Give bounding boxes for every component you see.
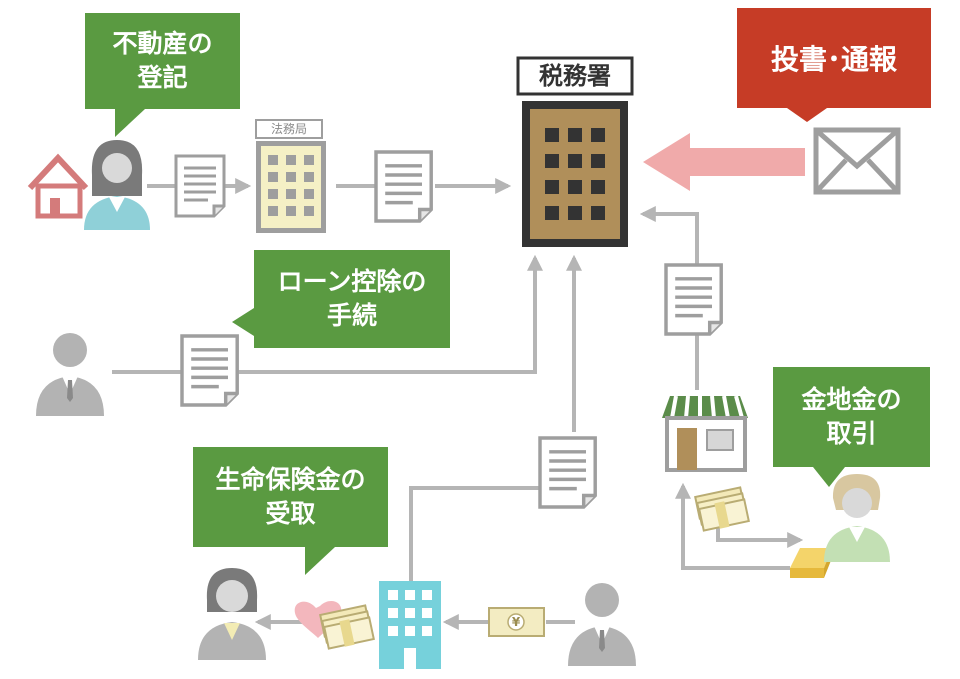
shop-icon xyxy=(662,395,748,472)
callout-tail xyxy=(787,108,827,122)
callout-line-2: 手続 xyxy=(326,301,377,330)
gold-trader-icon xyxy=(824,474,890,562)
callout-line-2: 受取 xyxy=(265,499,316,528)
callout-tail xyxy=(232,308,254,336)
callout-tail xyxy=(115,109,145,137)
callout-line-2: 取引 xyxy=(826,419,877,448)
insurance-payout-callout: 生命保険金の 受取 xyxy=(193,447,388,575)
woman-owner-icon xyxy=(84,140,150,230)
document-icon xyxy=(174,154,226,218)
document-icon xyxy=(664,263,723,336)
callout-line-1: ローン控除の xyxy=(277,267,427,296)
envelope-icon xyxy=(813,127,901,195)
man-loan-icon xyxy=(36,333,104,416)
connector-lines xyxy=(112,178,804,630)
callout-line-1: 生命保険金の xyxy=(215,465,366,494)
gold-bar-icon xyxy=(790,548,832,578)
yen-symbol: ¥ xyxy=(511,615,521,629)
real-estate-registration-callout: 不動産の 登記 xyxy=(85,13,240,137)
beneficiary-woman-icon xyxy=(198,568,266,660)
report-arrow xyxy=(643,133,805,191)
document-icon xyxy=(374,150,433,223)
callout-line-1: 不動産の xyxy=(112,29,213,58)
tip-report-label: 投書･通報 xyxy=(770,43,897,76)
callout-line-1: 金地金の xyxy=(801,385,902,414)
document-icon xyxy=(180,334,239,407)
gold-bullion-trade-callout: 金地金の 取引 xyxy=(773,367,930,487)
insurance-company-icon xyxy=(379,581,441,669)
legal-bureau-label: 法務局 xyxy=(270,122,307,136)
tip-report-callout: 投書･通報 xyxy=(737,8,931,122)
document-icon xyxy=(538,436,597,509)
house-icon xyxy=(27,153,89,219)
policyholder-man-icon xyxy=(568,583,636,666)
tax-office-building xyxy=(516,56,634,247)
callout-tail xyxy=(813,467,845,487)
cash-bundle-icon xyxy=(694,486,750,532)
heart-icon xyxy=(294,601,342,638)
legal-bureau-building xyxy=(255,119,326,233)
callout-tail xyxy=(305,547,335,575)
callout-line-2: 登記 xyxy=(137,63,188,92)
yen-banknote-icon xyxy=(488,607,545,637)
loan-deduction-callout: ローン控除の 手続 xyxy=(232,250,450,348)
tax-office-label: 税務署 xyxy=(539,62,611,90)
